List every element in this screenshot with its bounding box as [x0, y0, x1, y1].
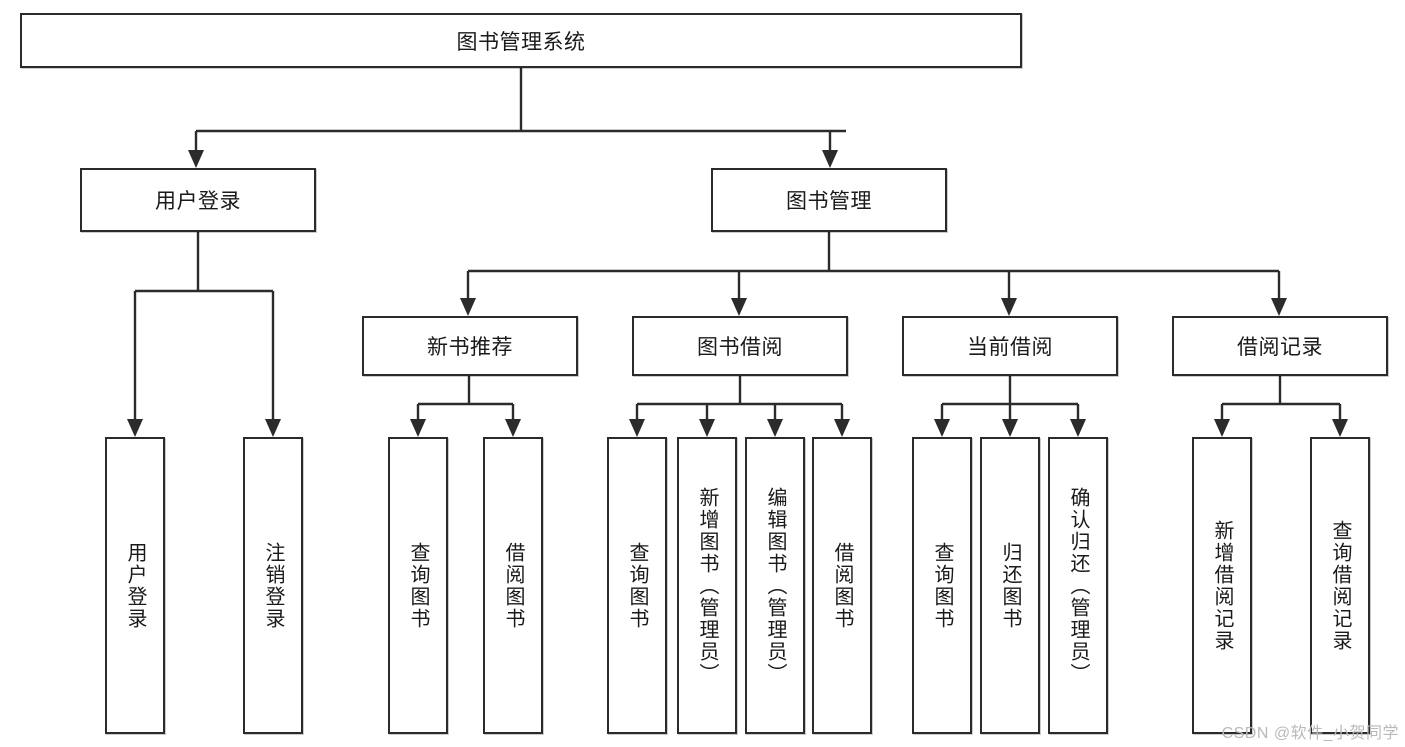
node-leaf-record-add[interactable]: 新增借阅记录 [1192, 437, 1252, 734]
node-label-leaf-newbook-query: 查询图书 [407, 541, 429, 630]
node-label-leaf-record-add: 新增借阅记录 [1211, 519, 1233, 652]
arrow-root-to-user-login [188, 150, 204, 168]
arrow-bookmgmt-to-record [1271, 298, 1287, 316]
node-label-new-book-recommend: 新书推荐 [427, 336, 513, 359]
arrow-borrow-leaf-1 [629, 419, 645, 437]
node-label-borrow-record: 借阅记录 [1237, 336, 1323, 359]
arrow-userlogin-leaf-2 [265, 419, 281, 437]
node-label-book-management: 图书管理 [786, 190, 872, 213]
node-new-book-recommend[interactable]: 新书推荐 [362, 316, 578, 376]
node-label-leaf-borrow-add-admin: 新增图书（管理员） [696, 486, 718, 685]
node-leaf-current-return[interactable]: 归还图书 [980, 437, 1040, 734]
node-root-book-management-system[interactable]: 图书管理系统 [20, 13, 1022, 68]
node-label-leaf-borrow-query: 查询图书 [626, 541, 648, 630]
arrow-record-leaf-1 [1214, 419, 1230, 437]
arrow-current-leaf-2 [1002, 419, 1018, 437]
node-leaf-borrow-add-admin[interactable]: 新增图书（管理员） [677, 437, 737, 734]
node-leaf-borrow-borrow-book[interactable]: 借阅图书 [812, 437, 872, 734]
arrow-bookmgmt-to-current [1001, 298, 1017, 316]
node-book-management[interactable]: 图书管理 [711, 168, 947, 232]
arrow-newbook-leaf-2 [505, 419, 521, 437]
node-borrow-record[interactable]: 借阅记录 [1172, 316, 1388, 376]
arrow-borrow-leaf-4 [834, 419, 850, 437]
node-leaf-current-query[interactable]: 查询图书 [912, 437, 972, 734]
node-label-leaf-borrow-borrow-book: 借阅图书 [831, 541, 853, 630]
node-label-leaf-current-return: 归还图书 [999, 541, 1021, 630]
node-label-user-login: 用户登录 [155, 190, 241, 213]
node-leaf-record-query[interactable]: 查询借阅记录 [1310, 437, 1370, 734]
node-label-root: 图书管理系统 [456, 30, 586, 54]
node-label-book-borrow: 图书借阅 [697, 336, 783, 359]
arrow-current-leaf-1 [934, 419, 950, 437]
arrow-userlogin-leaf-1 [127, 419, 143, 437]
node-leaf-current-confirm-admin[interactable]: 确认归还（管理员） [1048, 437, 1108, 734]
node-leaf-newbook-borrow[interactable]: 借阅图书 [483, 437, 543, 734]
node-label-leaf-borrow-edit-admin: 编辑图书（管理员） [764, 486, 786, 685]
node-label-leaf-user-login-logout: 注销登录 [262, 541, 284, 630]
node-label-leaf-record-query: 查询借阅记录 [1329, 519, 1351, 652]
arrow-record-leaf-2 [1332, 419, 1348, 437]
node-leaf-newbook-query[interactable]: 查询图书 [388, 437, 448, 734]
node-current-borrow[interactable]: 当前借阅 [902, 316, 1118, 376]
node-user-login[interactable]: 用户登录 [80, 168, 316, 232]
arrow-current-leaf-3 [1070, 419, 1086, 437]
node-leaf-borrow-edit-admin[interactable]: 编辑图书（管理员） [745, 437, 805, 734]
arrow-borrow-leaf-2 [699, 419, 715, 437]
node-book-borrow[interactable]: 图书借阅 [632, 316, 848, 376]
arrow-bookmgmt-to-newbook [460, 298, 476, 316]
node-label-leaf-newbook-borrow: 借阅图书 [502, 541, 524, 630]
node-leaf-user-login-login[interactable]: 用户登录 [105, 437, 165, 734]
node-label-leaf-current-confirm-admin: 确认归还（管理员） [1067, 486, 1089, 685]
node-label-current-borrow: 当前借阅 [967, 336, 1053, 359]
arrow-bookmgmt-to-borrow [731, 298, 747, 316]
arrow-newbook-leaf-1 [410, 419, 426, 437]
node-label-leaf-current-query: 查询图书 [931, 541, 953, 630]
node-leaf-user-login-logout[interactable]: 注销登录 [243, 437, 303, 734]
arrow-borrow-leaf-3 [767, 419, 783, 437]
node-label-leaf-user-login-login: 用户登录 [124, 541, 146, 630]
arrow-root-to-book-mgmt [822, 150, 838, 168]
node-leaf-borrow-query[interactable]: 查询图书 [607, 437, 667, 734]
